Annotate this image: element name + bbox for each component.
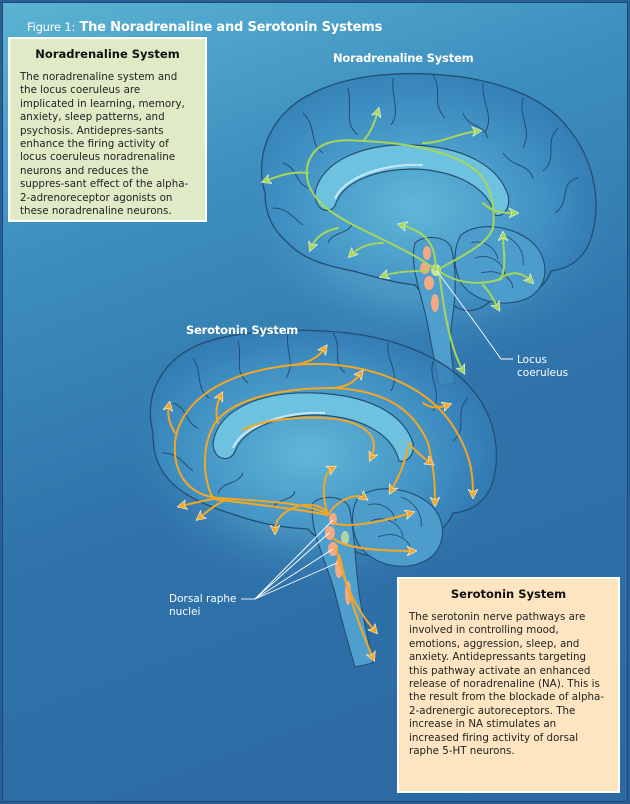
noradrenaline-pathways xyxy=(265,111,531,371)
serotonin-brain xyxy=(128,313,508,668)
figure-title: Figure 1: The Noradrenaline and Serotoni… xyxy=(27,20,382,35)
noradrenaline-diagram-label: Noradrenaline System xyxy=(333,51,474,65)
figure-label: Figure 1: xyxy=(27,20,76,34)
noradrenaline-info-box: Noradrenaline System The noradrenaline s… xyxy=(8,37,207,222)
noradrenaline-box-body: The noradrenaline system and the locus c… xyxy=(20,71,189,218)
dorsal-raphe-leaders xyxy=(241,519,338,600)
callout-line: coeruleus xyxy=(517,367,569,379)
cerebellum xyxy=(351,488,444,567)
figure-title-text: The Noradrenaline and Serotonin Systems xyxy=(79,20,383,35)
locus-coeruleus-label: Locus coeruleus xyxy=(517,354,568,380)
serotonin-diagram-label: Serotonin System xyxy=(186,323,299,337)
nucleus-marker xyxy=(341,531,349,545)
dorsal-raphe-label: Dorsal raphe nuclei xyxy=(169,593,237,619)
serotonin-box-title: Serotonin System xyxy=(450,587,567,601)
callout-line: Locus xyxy=(517,354,547,366)
callout-line: nuclei xyxy=(169,606,201,618)
locus-coeruleus-leader xyxy=(436,270,513,360)
corpus-callosum xyxy=(212,392,414,462)
serotonin-box-body: The serotonin nerve pathways are involve… xyxy=(409,611,605,758)
noradrenaline-brain xyxy=(238,72,618,386)
brainstem xyxy=(311,496,374,668)
brain-illustrations xyxy=(128,72,618,668)
callosum-highlight xyxy=(333,163,424,200)
gyri-lines xyxy=(162,332,469,509)
callout-line: Dorsal raphe xyxy=(169,593,237,605)
noradrenaline-box-title: Noradrenaline System xyxy=(35,47,180,61)
gyri-lines xyxy=(272,74,579,244)
serotonin-info-box: Serotonin System The serotonin nerve pat… xyxy=(397,577,620,793)
serotonin-pathways xyxy=(168,348,473,658)
